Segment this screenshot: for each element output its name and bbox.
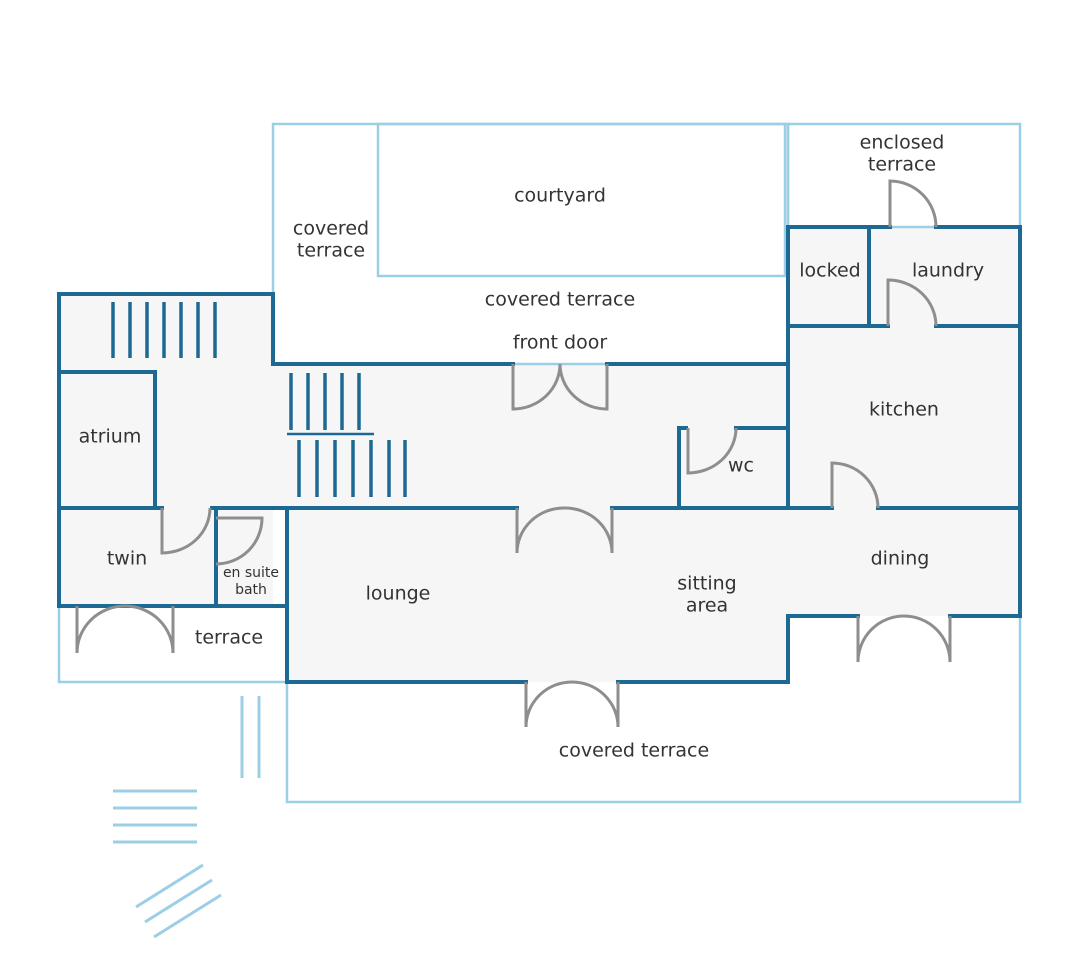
label-atrium: atrium	[79, 426, 142, 448]
label-twin: twin	[107, 548, 147, 570]
stairs-upper	[289, 373, 361, 430]
wc-door-swing	[686, 427, 738, 475]
interior-floor	[59, 227, 1020, 682]
label-covered-terrace-left-2: terrace	[297, 240, 365, 262]
label-covered-terrace-left: covered	[293, 218, 369, 240]
label-front-door: front door	[513, 332, 608, 354]
label-dining: dining	[871, 548, 930, 570]
en-suite-door-swing	[215, 516, 264, 566]
lounge-door-swing	[515, 506, 614, 554]
label-terrace: terrace	[195, 627, 263, 649]
label-covered-terrace-top: covered terrace	[485, 289, 635, 311]
front-door-swing	[511, 363, 609, 411]
label-wc: wc	[728, 455, 754, 477]
covered-terrace-bottom-outline	[285, 616, 1022, 804]
dining-door-swing	[856, 614, 952, 663]
stairs-lower	[287, 432, 407, 497]
label-courtyard: courtyard	[514, 185, 606, 207]
label-en-suite: en suite	[223, 565, 279, 581]
label-enclosed-terrace: enclosed	[860, 132, 945, 154]
enclosed-terrace-door-swing	[888, 179, 938, 228]
label-kitchen: kitchen	[869, 399, 939, 421]
outdoor-steps	[113, 696, 261, 939]
label-sitting-area: sitting	[677, 573, 736, 595]
label-locked: locked	[799, 260, 860, 282]
label-laundry: laundry	[912, 260, 984, 282]
walls	[57, 225, 1022, 684]
laundry-door-swing	[886, 278, 938, 327]
doors	[75, 179, 952, 728]
enclosed-terrace-outline	[786, 122, 1022, 229]
terrace-outline	[57, 606, 287, 684]
label-sitting-area-2: area	[686, 595, 728, 617]
label-enclosed-terrace-2: terrace	[868, 154, 936, 176]
twin-door-swing	[75, 604, 175, 654]
room-labels: courtyard covered terrace covered terrac…	[79, 132, 984, 762]
label-lounge: lounge	[366, 583, 431, 605]
label-en-suite-bath: bath	[235, 582, 267, 598]
courtyard-outline	[376, 122, 787, 278]
label-covered-terrace-bottom: covered terrace	[559, 740, 709, 762]
stairs-left	[111, 302, 217, 358]
terrace-door-swing	[524, 680, 620, 728]
twin-room-door-swing	[160, 507, 212, 555]
kitchen-door-swing	[830, 461, 880, 509]
